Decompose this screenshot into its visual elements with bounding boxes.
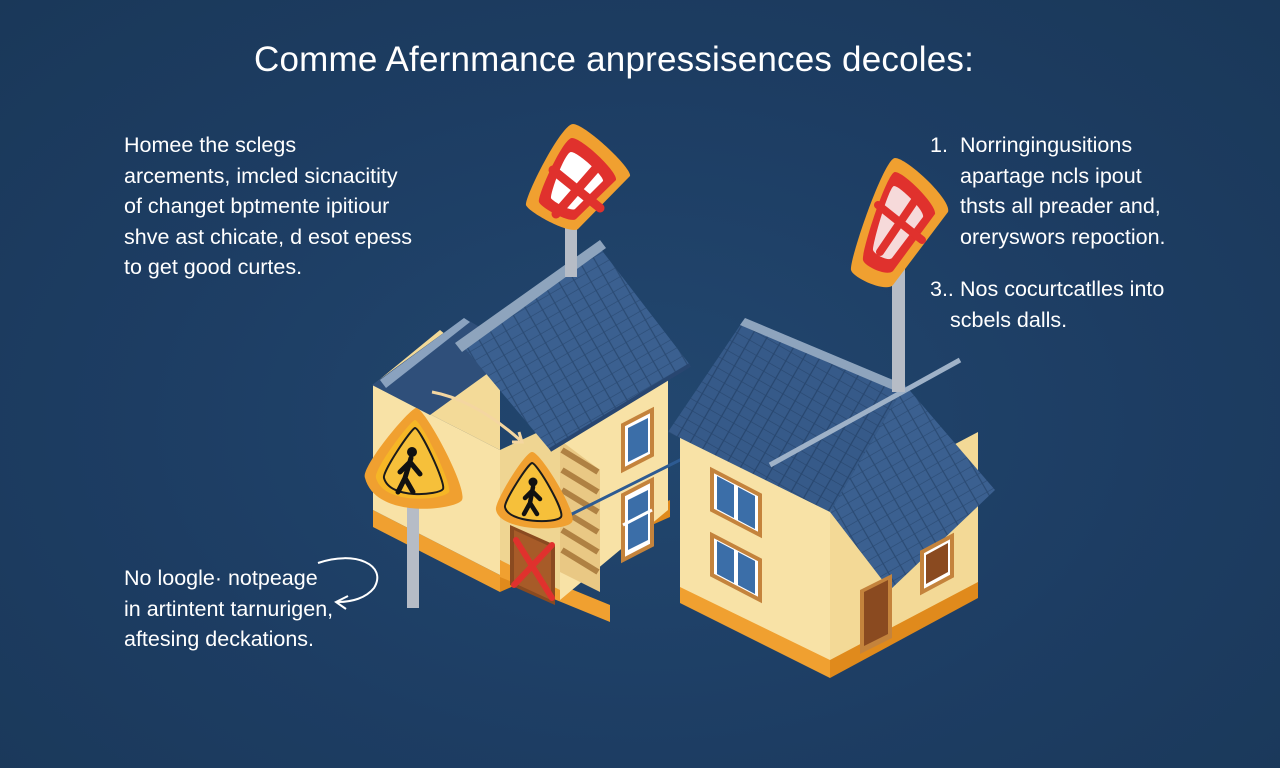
- window-icon: [621, 406, 654, 474]
- list-item-line: Nos cocurtcatlles into: [960, 277, 1165, 301]
- list-item: 1. Norringingusitions apartage ncls ipou…: [930, 130, 1250, 252]
- no-entry-sign-icon: [525, 124, 631, 230]
- pedestrian-warning-sign-icon: [364, 407, 463, 509]
- list-item-line: Norringingusitions: [960, 133, 1133, 157]
- curved-arrow-icon: [317, 557, 379, 610]
- staircase-icon: [560, 440, 600, 592]
- left-description-line: Homee the sclegs: [124, 133, 297, 157]
- left-description-line: of changet bptmente ipitiour: [124, 194, 390, 218]
- list-item-line: oreryswors repoction.: [960, 224, 1166, 249]
- page-title: Comme Afernmance anpressisences decoles:: [253, 40, 974, 79]
- list-item: 3.. Nos cocurtcatlles into scbels dalls.: [930, 274, 1250, 335]
- left-description: Homee the sclegs arcements, imcled sicna…: [124, 130, 464, 283]
- right-house-icon: [668, 318, 995, 678]
- list-item-number: 3..: [930, 277, 954, 301]
- numbered-list: 1. Norringingusitions apartage ncls ipou…: [930, 130, 1250, 357]
- no-entry-sign-icon: [850, 158, 949, 288]
- bottom-note-line: No loogle· notpeage: [124, 566, 318, 590]
- bottom-note-line: in artintent tarnurigen,: [124, 596, 334, 621]
- window-icon: [710, 531, 762, 604]
- door-icon: [860, 574, 892, 654]
- left-house-icon: [372, 240, 692, 622]
- sign-pole: [892, 262, 905, 392]
- curved-arrow-icon: [431, 390, 525, 444]
- window-icon: [920, 532, 954, 596]
- list-item-line: scbels dalls.: [950, 307, 1068, 332]
- list-item-line: apartage ncls ipout: [960, 163, 1142, 188]
- pedestrian-warning-sign-icon: [495, 451, 573, 529]
- window-icon: [710, 466, 762, 539]
- bottom-note-line: aftesing deckations.: [124, 627, 315, 651]
- list-item-number: 1.: [930, 133, 948, 157]
- left-description-line: shve ast chicate, d esot epess: [124, 224, 413, 249]
- list-item-line: thsts all preader and,: [960, 194, 1161, 218]
- left-description-line: arcements, imcled sicnacitity: [124, 163, 398, 188]
- bottom-note: No loogle· notpeage in artintent tarnuri…: [124, 563, 424, 655]
- blocked-door-icon: [510, 525, 555, 605]
- left-description-line: to get good curtes.: [124, 255, 303, 279]
- window-icon: [621, 476, 654, 564]
- sign-pole: [407, 500, 419, 608]
